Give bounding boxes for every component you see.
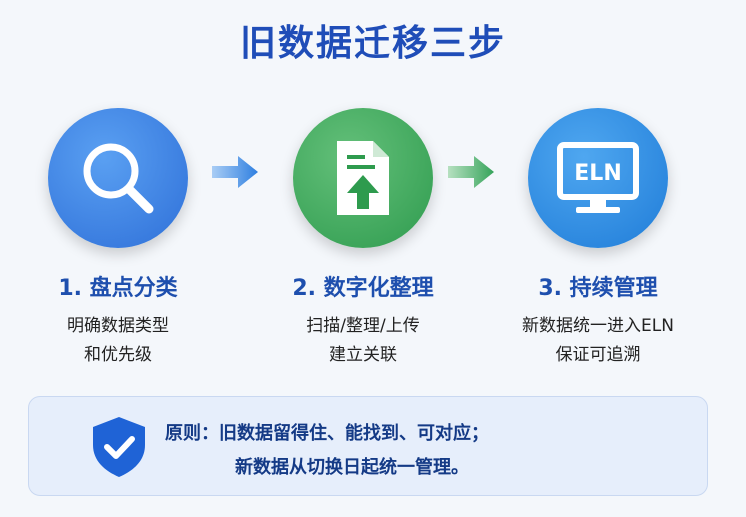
principle-line-2: 新数据从切换日起统一管理。 <box>235 457 469 478</box>
step-1-circle <box>48 108 188 248</box>
principle-text: 原则：旧数据留得住、能找到、可对应； 新数据从切换日起统一管理。 <box>165 417 489 485</box>
step-1-label: 1. 盘点分类 <box>58 276 178 301</box>
arrow-right-icon <box>212 156 258 188</box>
principle-line-1: 原则：旧数据留得住、能找到、可对应； <box>165 423 489 444</box>
step-1-desc: 明确数据类型 和优先级 <box>8 312 228 370</box>
step-2-circle <box>293 108 433 248</box>
step-1-desc-line: 和优先级 <box>84 345 152 365</box>
step-3: ELN 3. 持续管理 新数据统一进入ELN 保证可追溯 <box>488 108 708 370</box>
shield-check-icon <box>93 417 145 477</box>
principle-box: 原则：旧数据留得住、能找到、可对应； 新数据从切换日起统一管理。 <box>28 396 708 496</box>
step-3-circle: ELN <box>528 108 668 248</box>
step-1-desc-line: 明确数据类型 <box>67 316 169 336</box>
step-3-label: 3. 持续管理 <box>538 276 658 301</box>
monitor-eln-text: ELN <box>574 161 621 186</box>
step-3-desc: 新数据统一进入ELN 保证可追溯 <box>488 312 708 370</box>
step-2-desc-line: 建立关联 <box>329 345 397 365</box>
step-3-desc-line: 保证可追溯 <box>555 345 641 365</box>
step-2-label: 2. 数字化整理 <box>292 276 434 301</box>
page-title: 旧数据迁移三步 <box>239 23 506 64</box>
step-2-desc: 扫描/整理/上传 建立关联 <box>253 312 473 370</box>
monitor-eln-icon: ELN <box>557 142 639 213</box>
step-2-desc-line: 扫描/整理/上传 <box>306 316 420 336</box>
document-upload-icon <box>337 141 389 215</box>
step-3-desc-line: 新数据统一进入ELN <box>522 316 674 336</box>
step-1: 1. 盘点分类 明确数据类型 和优先级 <box>8 108 228 370</box>
magnifier-icon <box>83 143 154 214</box>
arrow-right-icon <box>448 156 494 188</box>
step-2: 2. 数字化整理 扫描/整理/上传 建立关联 <box>253 108 473 370</box>
